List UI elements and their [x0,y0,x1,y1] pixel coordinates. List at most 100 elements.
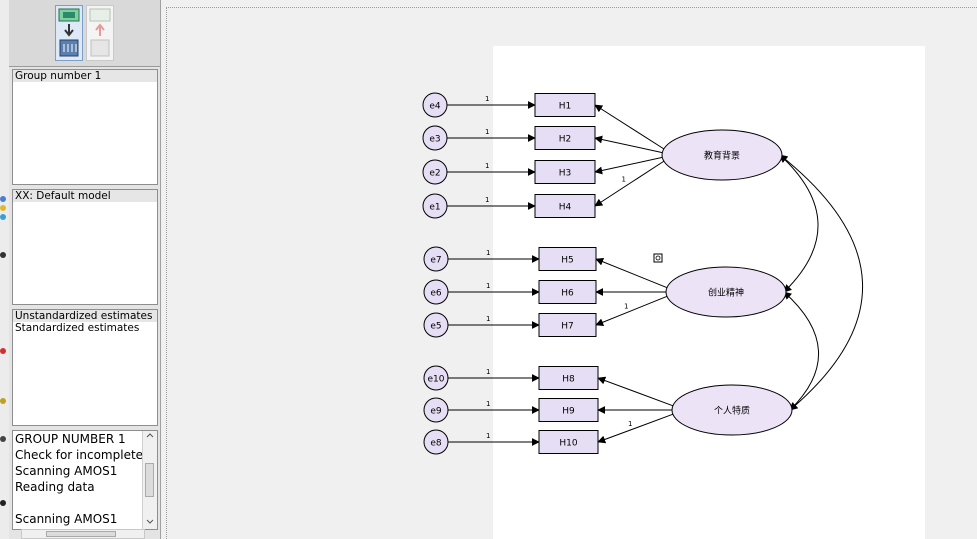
path-weight-label: 1 [486,432,490,440]
path-diagram-output-icon [89,8,111,57]
tool-icon[interactable] [0,398,6,404]
group-item[interactable]: Group number 1 [13,70,157,82]
log-scroll-thumb[interactable] [145,463,154,497]
observed-label: H5 [561,256,574,266]
latent-variable[interactable]: 教育背景 [661,129,783,181]
observed-variable[interactable]: H2 [534,126,596,150]
error-node[interactable]: e1 [422,193,448,219]
canvas-border [166,7,977,539]
observed-variable[interactable]: H7 [538,313,597,337]
tool-icon[interactable] [0,252,6,258]
loading-path[interactable] [594,160,665,207]
estimates-panel: Unstandardized estimates Standardized es… [12,309,158,426]
view-toggle-bar [9,0,160,67]
tool-icon[interactable] [0,436,6,442]
view-output-path-diagram-button[interactable] [86,5,114,61]
error-node[interactable]: e10 [423,365,449,391]
error-node[interactable]: e2 [422,159,448,185]
error-label: e9 [430,407,442,417]
log-horizontal-scrollbar[interactable] [21,529,145,539]
observed-label: H1 [559,102,572,112]
loading-path[interactable] [594,135,665,154]
observed-variable[interactable]: H10 [538,430,599,454]
estimates-item-standardized[interactable]: Standardized estimates [15,322,140,334]
observed-variable[interactable]: H3 [534,160,596,184]
diagram-nodes: e4 e3 e2 e1 e7 e6 e5 e10 e9 e8 H1H2H3H4H5H6H7H8H9H… [422,92,793,455]
error-label: e1 [429,203,440,213]
log-line: Check for incomplete [15,448,144,462]
loading-path[interactable] [597,376,675,407]
estimates-item-unstandardized[interactable]: Unstandardized estimates [13,310,157,322]
path-weight-label: 1 [486,400,490,408]
view-input-path-diagram-button[interactable] [55,5,83,61]
tool-icon[interactable] [0,348,6,354]
log-hscroll-thumb[interactable] [46,531,116,537]
latent-label: 个人特质 [714,405,750,417]
error-label: e6 [430,289,442,299]
observed-variable[interactable]: H5 [538,247,597,271]
error-label: e3 [429,135,440,145]
path-diagram-input-icon [58,8,80,57]
model-item[interactable]: XX: Default model [13,190,157,202]
loading-path[interactable] [594,156,665,175]
observed-label: H6 [561,289,574,299]
tool-icon[interactable] [0,196,6,202]
error-node[interactable]: e6 [423,279,449,305]
tool-icon[interactable] [0,214,6,220]
observed-variable[interactable]: H4 [534,194,596,218]
path-weight-label: 1 [486,368,490,376]
cursor-marker-icon [653,253,663,263]
log-line [13,495,157,511]
observed-label: H7 [561,322,574,332]
path-weight-label: 1 [485,95,489,103]
tool-icon[interactable] [0,205,6,211]
path-weight-label: 1 [624,302,628,310]
loading-path[interactable] [597,413,675,444]
path-weight-label: 1 [622,176,626,184]
log-vertical-scrollbar[interactable] [142,431,157,529]
observed-label: H4 [559,203,572,213]
tool-icon[interactable] [0,500,6,506]
loading-path[interactable] [595,257,669,289]
side-panel: Group number 1 XX: Default model Unstand… [9,0,161,539]
observed-variable[interactable]: H1 [534,93,596,117]
models-panel: XX: Default model [12,189,158,305]
observed-variable[interactable]: H8 [538,366,599,390]
error-label: e8 [430,439,442,449]
observed-variable[interactable]: H6 [538,280,597,304]
path-weight-label: 1 [485,162,489,170]
error-label: e7 [430,256,441,266]
error-node[interactable]: e7 [423,246,449,272]
log-line: Scanning AMOS1 [15,512,118,526]
covariance-path[interactable] [779,154,819,293]
log-line: Reading data [15,480,95,494]
error-label: e10 [428,375,445,385]
observed-label: H2 [559,135,572,145]
path-weight-label: 1 [628,420,632,428]
error-label: e2 [429,169,440,179]
error-node[interactable]: e9 [423,397,449,423]
loading-path[interactable] [595,295,669,327]
error-node[interactable]: e5 [423,312,449,338]
covariance-path[interactable] [783,291,820,411]
scroll-arrows-icon [146,433,154,524]
error-node[interactable]: e8 [423,429,449,455]
latent-label: 创业精神 [708,287,744,299]
latent-variable[interactable]: 创业精神 [665,266,787,318]
observed-variable[interactable]: H9 [538,398,599,422]
path-weight-label: 1 [486,315,490,323]
observed-label: H3 [559,169,572,179]
path-weight-label: 1 [486,282,490,290]
path-weight-label: 1 [486,249,490,257]
loading-path[interactable] [594,104,665,150]
covariance-path[interactable] [779,154,864,411]
observed-label: H8 [562,375,575,385]
error-node[interactable]: e4 [422,92,448,118]
error-node[interactable]: e3 [422,125,448,151]
latent-variable[interactable]: 个人特质 [671,384,793,436]
latent-label: 教育背景 [704,150,740,162]
computation-log: GROUP NUMBER 1 Check for incomplete Scan… [12,430,158,530]
